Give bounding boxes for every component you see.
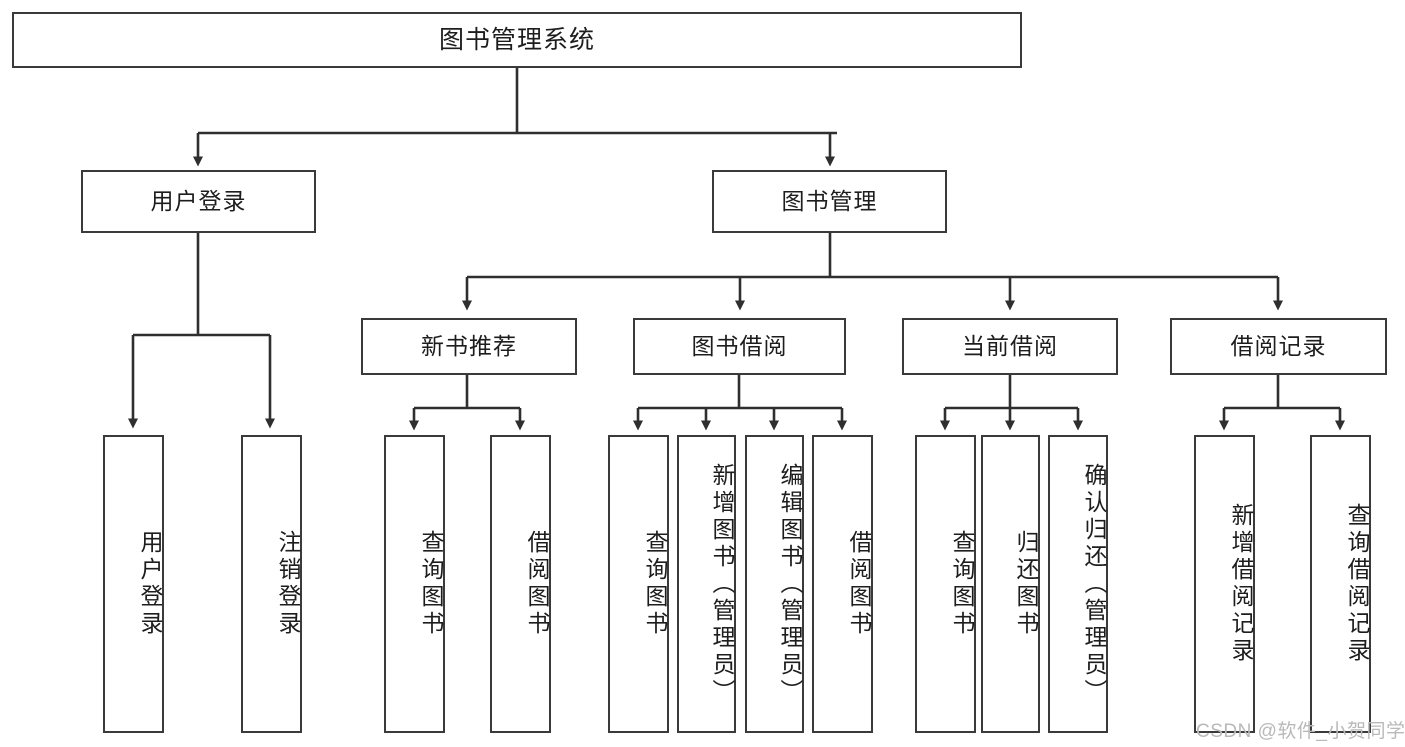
leaf-user-logout: 注销登录 (241, 435, 302, 733)
node-new-book-recommend[interactable]: 新书推荐 (361, 318, 577, 375)
leaf-borrow-borrow-book: 借阅图书 (812, 435, 873, 733)
node-book-management[interactable]: 图书管理 (712, 170, 947, 233)
leaf-current-confirm-return: 确认归还（管理员） (1048, 435, 1108, 733)
leaf-recommend-query-book-label: 查询图书 (418, 530, 444, 638)
leaf-borrow-edit-book-label: 编辑图书（管理员） (777, 462, 803, 706)
leaf-record-query: 查询借阅记录 (1310, 435, 1371, 733)
leaf-record-query-label: 查询借阅记录 (1344, 503, 1370, 665)
leaf-user-login-label: 用户登录 (137, 530, 163, 638)
leaf-borrow-add-book-label: 新增图书（管理员） (709, 462, 735, 706)
csdn-watermark: CSDN @软件_小贺同学 (1196, 721, 1405, 742)
leaf-borrow-query-book-label: 查询图书 (642, 530, 668, 638)
node-user-login[interactable]: 用户登录 (81, 170, 316, 233)
leaf-current-return-book: 归还图书 (981, 435, 1040, 733)
leaf-current-confirm-return-label: 确认归还（管理员） (1081, 462, 1107, 706)
node-root-system[interactable]: 图书管理系统 (12, 12, 1022, 68)
leaf-borrow-query-book: 查询图书 (608, 435, 669, 733)
node-borrow-record[interactable]: 借阅记录 (1170, 318, 1387, 375)
node-book-borrow[interactable]: 图书借阅 (633, 318, 846, 375)
leaf-borrow-add-book: 新增图书（管理员） (677, 435, 736, 733)
leaf-user-logout-label: 注销登录 (275, 530, 301, 638)
leaf-recommend-query-book: 查询图书 (384, 435, 445, 733)
leaf-record-add: 新增借阅记录 (1194, 435, 1255, 733)
leaf-user-login: 用户登录 (103, 435, 164, 733)
node-current-borrow[interactable]: 当前借阅 (902, 318, 1118, 375)
leaf-current-query-book-label: 查询图书 (949, 530, 975, 638)
leaf-borrow-edit-book: 编辑图书（管理员） (745, 435, 804, 733)
leaf-current-query-book: 查询图书 (915, 435, 976, 733)
leaf-borrow-borrow-book-label: 借阅图书 (846, 530, 872, 638)
leaf-record-add-label: 新增借阅记录 (1228, 503, 1254, 665)
leaf-recommend-borrow-book-label: 借阅图书 (524, 530, 550, 638)
leaf-current-return-book-label: 归还图书 (1013, 530, 1039, 638)
leaf-recommend-borrow-book: 借阅图书 (490, 435, 551, 733)
